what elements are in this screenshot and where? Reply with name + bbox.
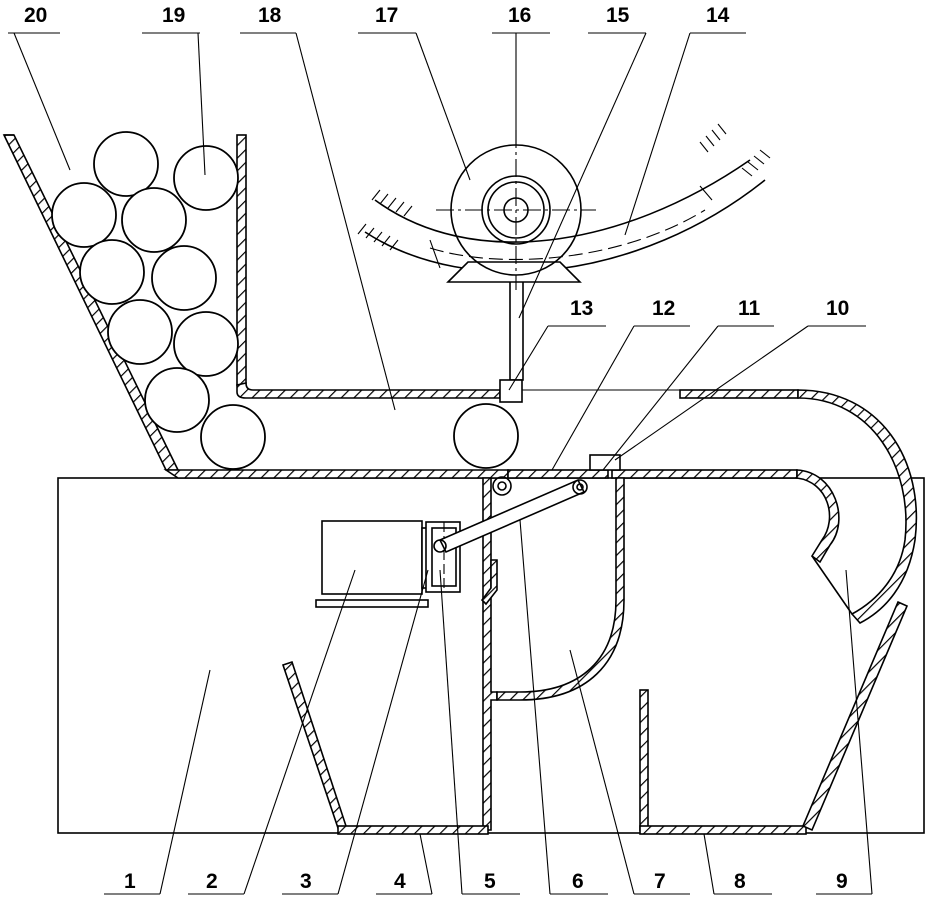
partition-center (482, 478, 624, 830)
ball (122, 188, 186, 252)
label-7: 7 (654, 870, 666, 893)
ball (201, 405, 265, 469)
label-14: 14 (706, 4, 730, 27)
ball (80, 240, 144, 304)
label-19: 19 (162, 4, 185, 27)
labels: 20 19 18 17 16 15 14 13 12 11 10 1 2 3 4… (24, 4, 849, 893)
ball (108, 300, 172, 364)
label-20: 20 (24, 4, 47, 27)
label-13: 13 (570, 297, 593, 320)
label-6: 6 (572, 870, 584, 893)
label-10: 10 (826, 297, 849, 320)
ball (174, 312, 238, 376)
feed-floor (166, 470, 797, 478)
label-2: 2 (206, 870, 218, 893)
ball (454, 404, 518, 468)
return-chute (797, 390, 916, 623)
label-1: 1 (124, 870, 136, 893)
label-12: 12 (652, 297, 675, 320)
ball (145, 368, 209, 432)
balls (52, 132, 518, 469)
label-17: 17 (375, 4, 398, 27)
ball (152, 246, 216, 310)
label-11: 11 (738, 297, 761, 320)
label-4: 4 (394, 870, 406, 893)
label-3: 3 (300, 870, 312, 893)
motor-assembly (316, 480, 587, 607)
label-16: 16 (508, 4, 531, 27)
label-9: 9 (836, 870, 848, 893)
label-5: 5 (484, 870, 496, 893)
pusher-rod (500, 268, 523, 402)
arc-rail (358, 124, 770, 272)
label-18: 18 (258, 4, 282, 27)
ball (52, 183, 116, 247)
ball (174, 146, 238, 210)
label-8: 8 (734, 870, 746, 893)
bin-left (283, 662, 488, 834)
bin-right (640, 602, 907, 834)
ball (94, 132, 158, 196)
label-15: 15 (606, 4, 630, 27)
